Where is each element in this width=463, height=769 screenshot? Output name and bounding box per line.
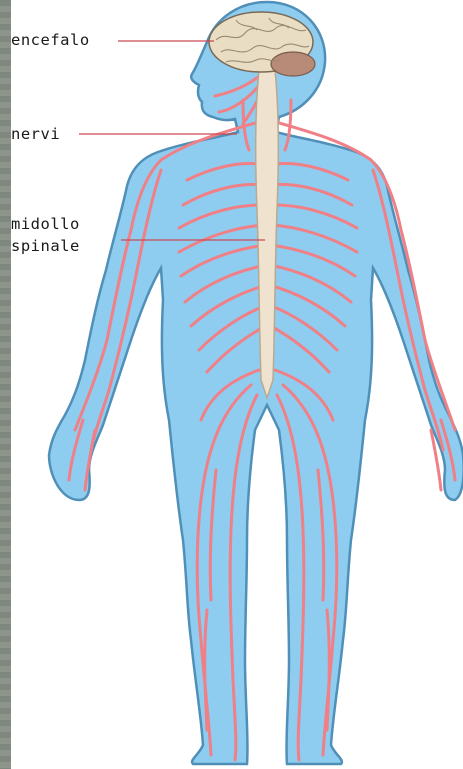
label-spinal-cord-line2: spinale [11,236,80,257]
label-spinal-cord-line1: midollo [11,214,80,235]
label-nerves: nervi [11,124,60,145]
background-frame [0,0,11,769]
diagram-panel: encefalo nervi midollo spinale [11,0,463,769]
nervous-system-illustration [11,0,463,769]
label-brain: encefalo [11,30,90,51]
